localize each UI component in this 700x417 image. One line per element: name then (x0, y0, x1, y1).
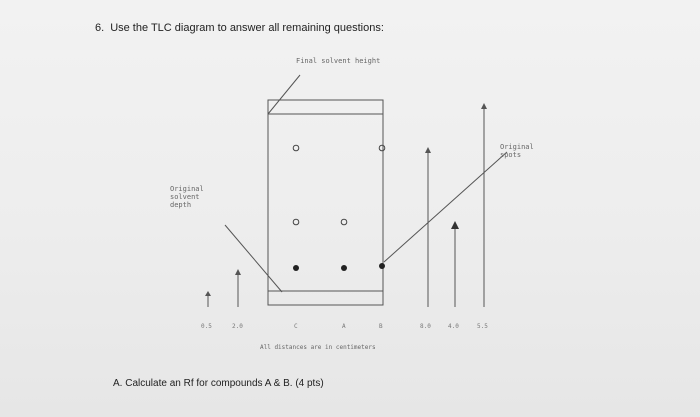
spot-c-mid (292, 218, 300, 226)
arrow-head-2-0 (235, 269, 241, 275)
original-spot-c (293, 265, 299, 271)
tick-label-0-5: 0.5 (201, 323, 212, 330)
arrow-head-5-5 (481, 103, 487, 109)
original-depth-line-1: Original (170, 185, 204, 193)
spot-b-final (378, 144, 386, 152)
final-solvent-pointer (267, 74, 301, 115)
spot-c-final (292, 144, 300, 152)
final-solvent-label: Final solvent height (296, 57, 381, 65)
question-number: 6. (95, 22, 105, 34)
original-spots-line-2: spots (500, 151, 522, 159)
tlc-plate (267, 99, 384, 306)
arrow-head-4-0 (451, 221, 459, 229)
tick-label-a: A (342, 323, 346, 330)
original-depth-line-2: solvent (170, 193, 200, 201)
tick-label-8-0: 8.0 (420, 323, 431, 330)
units-footnote: All distances are in centimeters (260, 344, 376, 351)
original-spot-a (341, 265, 347, 271)
arrow-head-0-5 (205, 291, 211, 296)
tick-label-b: B (379, 323, 383, 330)
tick-label-2-0: 2.0 (232, 323, 243, 330)
tick-label-c: C (294, 323, 298, 330)
question-title: 6. Use the TLC diagram to answer all rema… (95, 22, 384, 34)
original-solvent-band (267, 290, 384, 306)
original-spots-line-1: Original (500, 143, 534, 151)
tick-label-5-5: 5.5 (477, 323, 488, 330)
question-text: Use the TLC diagram to answer all remain… (110, 22, 384, 34)
original-spot-b (379, 263, 385, 269)
arrow-head-8-0 (425, 147, 431, 153)
subquestion-a: A. Calculate an Rf for compounds A & B. … (113, 378, 324, 389)
final-solvent-band (267, 99, 384, 115)
spot-a-final (340, 218, 348, 226)
tick-label-4-0: 4.0 (448, 323, 459, 330)
original-depth-line-3: depth (170, 201, 192, 209)
original-depth-label: Original solvent depth (170, 185, 204, 209)
original-spots-pointer (383, 151, 508, 263)
original-spots-label: Original spots (500, 143, 534, 159)
original-depth-pointer (224, 224, 283, 293)
